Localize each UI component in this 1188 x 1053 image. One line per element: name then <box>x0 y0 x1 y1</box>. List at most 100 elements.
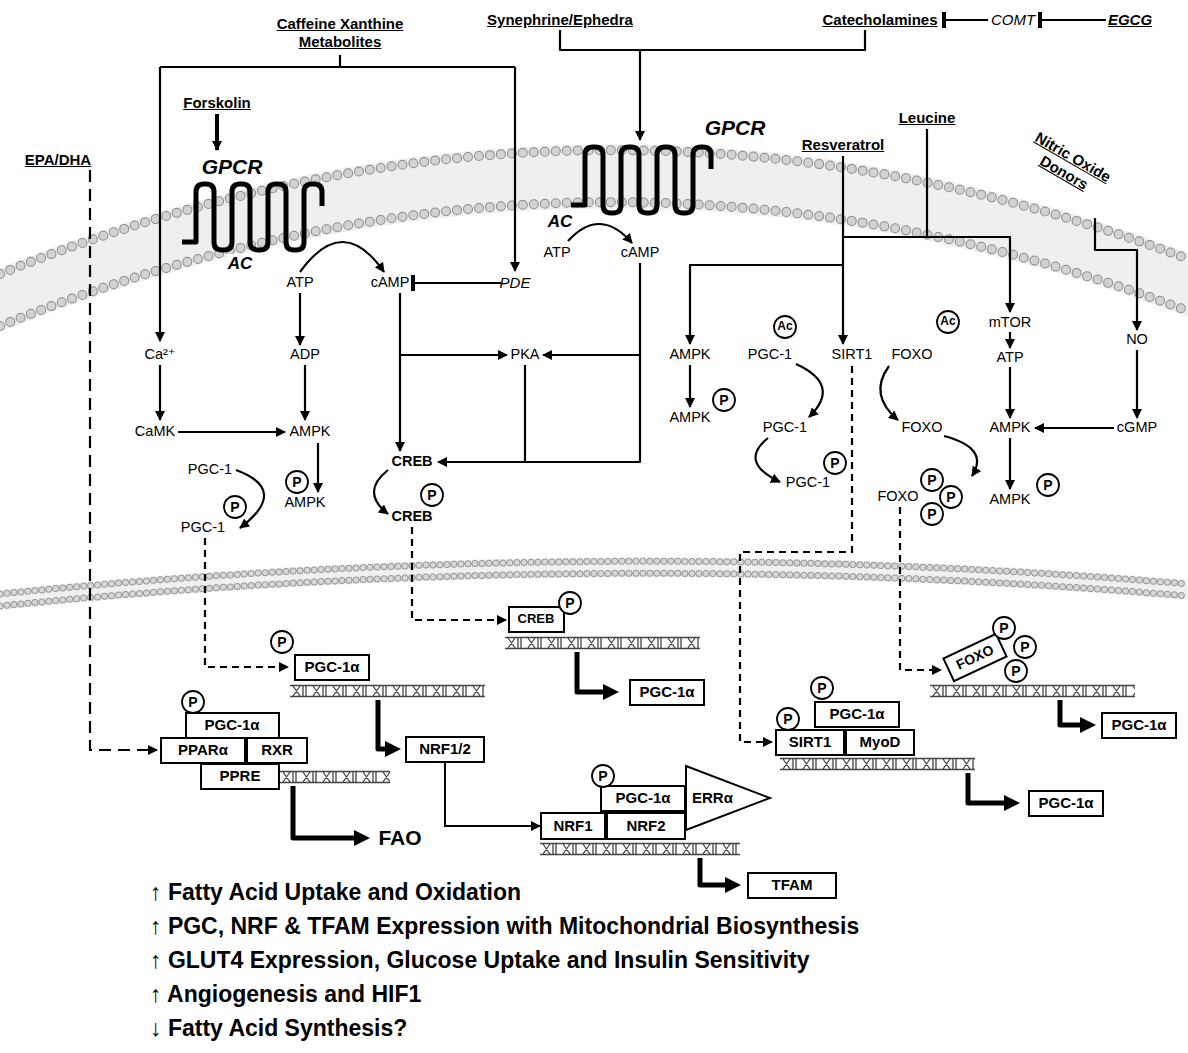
circle-outline <box>182 691 204 713</box>
pathway-arrow <box>215 114 219 150</box>
node-text: P <box>719 392 728 408</box>
node-text: P <box>427 487 436 503</box>
dna-strand <box>290 684 485 698</box>
circle-outline <box>1037 474 1059 496</box>
protein-box: PGC-1α <box>629 679 705 706</box>
node-text: ERRα <box>692 789 733 806</box>
molecule-label: AMPK <box>284 494 325 511</box>
circle-outline <box>811 677 833 699</box>
node-text: P <box>230 499 239 515</box>
receptor-label: GPCR <box>202 154 263 179</box>
dna-strand <box>780 757 975 771</box>
inhibition-line <box>1040 19 1106 21</box>
pathway-arrow <box>374 470 388 514</box>
bracket-line <box>560 30 865 50</box>
circle-outline <box>937 311 959 333</box>
protein-box: NRF1 <box>540 812 606 840</box>
pathway-arrow <box>880 366 898 420</box>
pathway-arrow <box>842 156 844 344</box>
gpcr-symbol <box>571 147 711 213</box>
node-text: TFAM <box>772 876 813 893</box>
transcription-arrow <box>1060 700 1082 725</box>
source-label: Resveratrol <box>802 136 885 154</box>
circle-outline <box>713 389 735 411</box>
protein-box: CREB <box>508 606 565 633</box>
molecule-label: AMPK <box>289 423 330 440</box>
circle-outline <box>286 471 308 493</box>
nuclear-membrane <box>0 557 1188 610</box>
inhibition-line <box>413 282 501 284</box>
pathway-arrow <box>438 263 640 462</box>
node-text: P <box>783 711 792 727</box>
protein-box: PPARα <box>160 737 246 764</box>
protein-box: RXR <box>246 737 308 764</box>
molecule-label: ATP <box>543 244 570 261</box>
node-text: P <box>277 634 286 650</box>
molecule-label: NO <box>1126 331 1148 348</box>
effect-note: ↑ PGC, NRF & TFAM Expression with Mitoch… <box>150 913 859 941</box>
transcription-arrow <box>577 652 605 692</box>
source-label: Forskolin <box>183 94 251 112</box>
pathway-arrow <box>1009 332 1011 348</box>
molecule-label: PGC-1 <box>786 474 830 491</box>
enzyme-label: AC <box>546 212 575 232</box>
node-text: P <box>946 489 955 505</box>
molecule-label: cGMP <box>1117 419 1157 436</box>
protein-box: NRF1/2 <box>405 736 485 763</box>
modification-circle: Ac <box>936 310 960 334</box>
protein-box: PGC-1α <box>814 701 900 728</box>
lipid-heads <box>0 202 1188 326</box>
modification-circle: P <box>810 676 834 700</box>
molecule-label: PGC-1 <box>181 519 225 536</box>
pathway-arrow <box>796 364 823 417</box>
modification-circle: P <box>776 707 800 731</box>
modification-circle: P <box>420 483 444 507</box>
circle-outline <box>421 484 443 506</box>
circle-outline <box>224 496 246 518</box>
dna-strand <box>540 842 740 856</box>
molecule-label: FOXO <box>877 488 918 505</box>
modification-circle: P <box>223 495 247 519</box>
effect-note: ↑ GLUT4 Expression, Glucose Uptake and I… <box>150 947 810 975</box>
source-label: Synephrine/Ephedra <box>487 11 633 29</box>
pathway-arrow <box>159 365 161 420</box>
node-text: P <box>565 595 574 611</box>
protein-box: FOXO <box>942 632 1008 682</box>
pathway-arrow <box>400 354 507 356</box>
modification-circle: P <box>1036 473 1060 497</box>
modification-circle: P <box>591 764 615 788</box>
source-label: Catecholamines <box>822 11 937 29</box>
protein-box: PGC-1α <box>185 712 280 739</box>
molecule-label: AMPK <box>669 346 710 363</box>
pathway-arrow <box>1136 350 1138 418</box>
pathway-arrow <box>1009 367 1011 418</box>
node-text: P <box>830 455 839 471</box>
node-text: P <box>188 694 197 710</box>
node-text: P <box>1043 477 1052 493</box>
node-text: P <box>999 620 1008 636</box>
node-text: PGC-1α <box>1038 794 1093 811</box>
source-label: EPA/DHA <box>25 151 91 169</box>
protein-box: TFAM <box>747 872 837 899</box>
protein-box: PGC-1α <box>294 654 370 681</box>
transcription-arrow <box>968 773 1006 803</box>
molecule-label: PKA <box>510 346 539 363</box>
pathway-arrow <box>300 242 384 272</box>
node-text: P <box>292 474 301 490</box>
molecule-label: CaMK <box>135 423 175 440</box>
molecule-label: cAMP <box>621 244 660 261</box>
node-text: PGC-1α <box>1111 716 1166 733</box>
molecule-label: SIRT1 <box>832 346 873 363</box>
pathway-arrow <box>299 293 301 345</box>
molecule-label: AMPK <box>669 409 710 426</box>
molecule-label: CREB <box>391 508 432 525</box>
pathway-arrow <box>690 265 843 344</box>
molecule-label: AMPK <box>989 491 1030 508</box>
modification-circle: Ac <box>773 315 797 339</box>
node-text: NRF2 <box>626 817 665 834</box>
node-text: PGC-1α <box>304 658 359 675</box>
protein-box: NRF2 <box>606 812 686 840</box>
pathway-arrow <box>843 237 1010 312</box>
node-text: P <box>598 768 607 784</box>
effect-note: ↑ Fatty Acid Uptake and Oxidation <box>150 879 521 907</box>
